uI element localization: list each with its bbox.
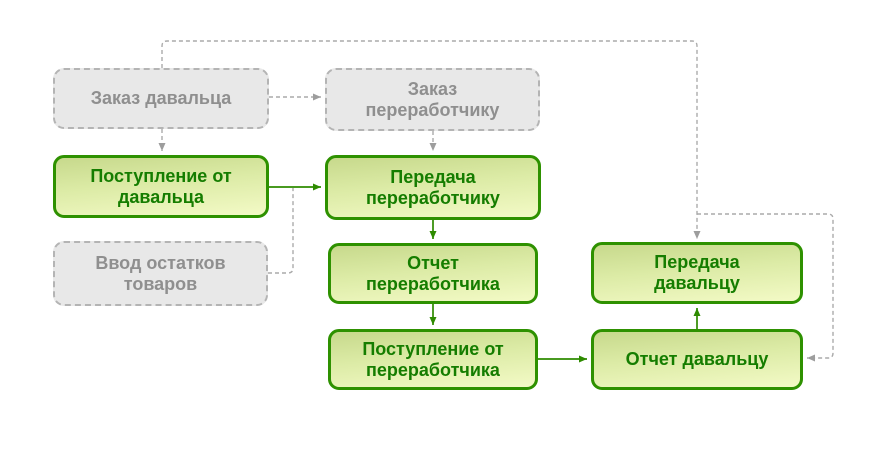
- node-postuplenie-ot-davalca[interactable]: Поступление от давальца: [53, 155, 269, 218]
- node-vvod-ostatkov-tovarov[interactable]: Ввод остатков товаров: [53, 241, 268, 306]
- node-peredacha-davalcu[interactable]: Передача давальцу: [591, 242, 803, 304]
- node-peredacha-davalcu-label: Передача давальцу: [654, 252, 740, 293]
- connector-vvod-ostatkov-to-peredacha-pererabotchiku: [268, 188, 294, 274]
- node-zakaz-pererabotchiku[interactable]: Заказ переработчику: [325, 68, 540, 131]
- node-postuplenie-ot-pererabotchika[interactable]: Поступление от переработчика: [328, 329, 538, 390]
- node-zakaz-davalca-label: Заказ давальца: [90, 88, 232, 108]
- node-otchet-davalcu[interactable]: Отчет давальцу: [591, 329, 803, 390]
- node-peredacha-pererabotchiku-label: Передача переработчику: [366, 166, 500, 208]
- node-peredacha-pererabotchiku[interactable]: Передача переработчику: [325, 155, 541, 220]
- node-otchet-pererabotchika-label: Отчет переработчика: [366, 252, 500, 294]
- node-vvod-ostatkov-tovarov-label: Ввод остатков товаров: [95, 252, 226, 294]
- node-postuplenie-ot-davalca-label: Поступление от давальца: [90, 165, 232, 207]
- node-otchet-pererabotchika[interactable]: Отчет переработчика: [328, 243, 538, 304]
- node-otchet-davalcu-label: Отчет давальцу: [625, 349, 769, 369]
- node-zakaz-davalca[interactable]: Заказ давальца: [53, 68, 269, 129]
- node-zakaz-pererabotchiku-label: Заказ переработчику: [365, 78, 500, 120]
- node-postuplenie-ot-pererabotchika-label: Поступление от переработчика: [362, 338, 504, 380]
